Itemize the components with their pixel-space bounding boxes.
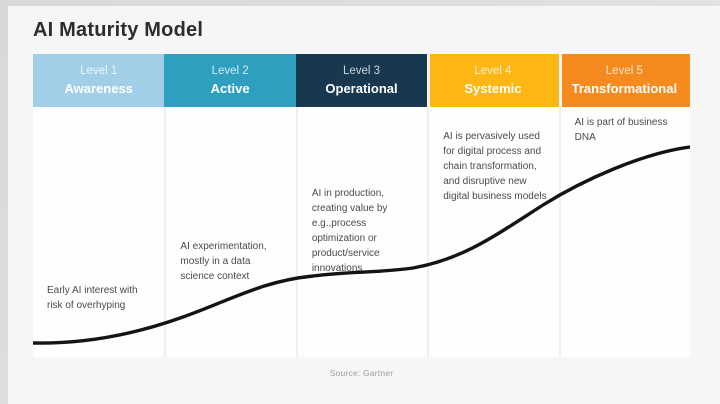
level-4-header: Level 4 Systemic [427,54,559,107]
page-title: AI Maturity Model [33,19,204,41]
level-2-body: AI experimentation, mostly in a data sci… [164,107,296,357]
level-1-name-label: Awareness [64,80,133,96]
level-3-body: AI in production, creating value by e.g.… [295,107,428,357]
level-5-body: AI is part of business DNA [558,107,691,357]
level-2-name-label: Active [210,80,250,96]
level-4-number-label: Level 4 [474,65,512,78]
column-level-4: Level 4 Systemic AI is pervasively used … [427,54,559,357]
level-3-header: Level 3 Operational [295,54,428,107]
level-1-body: Early AI interest with risk of overhypin… [33,107,165,357]
level-2-header: Level 2 Active [164,54,296,107]
slide-card: AI Maturity Model Level 1 Awareness Earl… [8,6,720,404]
level-1-header: Level 1 Awareness [33,54,165,107]
level-3-description: AI in production, creating value by e.g.… [311,188,388,274]
level-3-name-label: Operational [325,80,398,96]
level-5-header: Level 5 Transformational [558,54,691,107]
level-5-number-label: Level 5 [605,65,643,78]
level-3-number-label: Level 3 [342,65,381,78]
level-4-body: AI is pervasively used for digital proce… [427,107,559,357]
level-4-description: AI is pervasively used for digital proce… [443,131,547,202]
source-attribution: Source: Gartner [329,368,394,378]
level-columns: Level 1 Awareness Early AI interest with… [33,54,691,357]
column-level-2: Level 2 Active AI experimentation, mostl… [164,54,296,357]
column-level-1: Level 1 Awareness Early AI interest with… [33,54,165,357]
level-1-description: Early AI interest with risk of overhypin… [47,285,138,311]
level-2-description: AI experimentation, mostly in a data sci… [180,241,267,282]
level-4-name-label: Systemic [464,80,522,96]
column-level-5: Level 5 Transformational AI is part of b… [558,54,691,357]
level-2-number-label: Level 2 [211,65,249,78]
maturity-model-chart: Level 1 Awareness Early AI interest with… [33,54,691,357]
column-level-3: Level 3 Operational AI in production, cr… [295,54,428,357]
level-1-number-label: Level 1 [80,65,118,78]
level-5-description: AI is part of business DNA [574,117,668,143]
level-5-name-label: Transformational [571,80,678,96]
